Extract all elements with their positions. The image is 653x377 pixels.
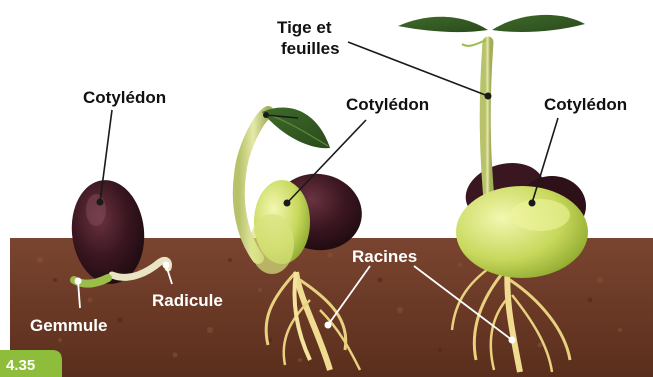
leader-dot-cotyledon-1 bbox=[97, 199, 104, 206]
leader-dot-tige-stage2 bbox=[263, 112, 269, 118]
label-gemmule: Gemmule bbox=[30, 316, 107, 335]
label-cotyledon-3: Cotylédon bbox=[544, 95, 627, 114]
label-cotyledon-1: Cotylédon bbox=[83, 88, 166, 107]
label-tige-line2: feuilles bbox=[281, 39, 340, 58]
label-racines: Racines bbox=[352, 247, 417, 266]
leader-tige bbox=[348, 42, 488, 96]
label-radicule: Radicule bbox=[152, 291, 223, 310]
figure-number-badge: 4.35 bbox=[0, 350, 62, 377]
figure-number: 4.35 bbox=[6, 357, 35, 374]
label-tige-line1: Tige et bbox=[277, 18, 332, 37]
leader-dot-radicule bbox=[163, 262, 170, 269]
leader-dot-racines-right bbox=[509, 337, 516, 344]
leader-dot-cotyledon-2 bbox=[284, 200, 291, 207]
leader-dot-gemmule bbox=[75, 278, 82, 285]
leader-dot-tige bbox=[485, 93, 492, 100]
leader-dot-cotyledon-3 bbox=[529, 200, 536, 207]
label-cotyledon-2: Cotylédon bbox=[346, 95, 429, 114]
leader-dot-racines-left bbox=[325, 322, 332, 329]
